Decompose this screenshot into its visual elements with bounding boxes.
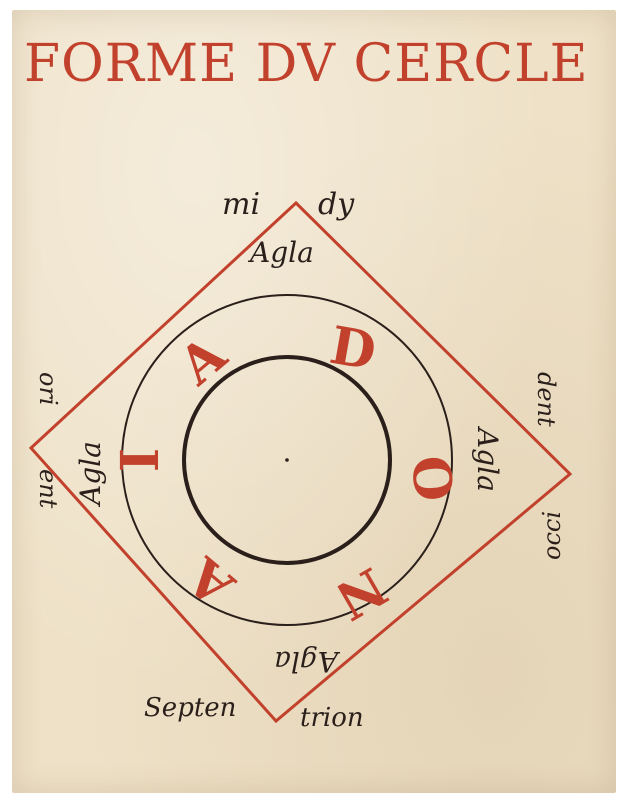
ring-letter-d: D: [326, 315, 381, 383]
direction-label-ori: ori: [34, 372, 62, 406]
ring-letter-i: I: [110, 448, 171, 472]
direction-label-dy: dy: [318, 187, 355, 222]
ring-letter-a-top: A: [167, 324, 238, 398]
ring-letter-o: O: [399, 453, 464, 503]
direction-label-occi: occi: [538, 511, 566, 560]
direction-label-septen: Septen: [144, 693, 236, 723]
red-diamond: [28, 200, 573, 724]
direction-label-trion: trion: [300, 703, 364, 733]
agla-label-right: Agla: [471, 425, 504, 492]
direction-label-mi: mi: [222, 187, 260, 222]
page-title: FORME DV CERCLE: [24, 34, 589, 94]
ring-letter-n: N: [325, 555, 397, 632]
paper-background: [12, 10, 616, 793]
inner-circle: [182, 355, 392, 565]
direction-label-ent: ent: [34, 469, 62, 509]
agla-label-bottom: Agla: [274, 645, 341, 678]
outer-circle: [121, 294, 453, 626]
ring-letter-a-bottom: A: [175, 545, 246, 619]
center-dot: [285, 458, 289, 462]
agla-label-left: Agla: [74, 441, 107, 508]
agla-label-top: Agla: [247, 236, 314, 269]
direction-label-dent: dent: [532, 372, 560, 427]
